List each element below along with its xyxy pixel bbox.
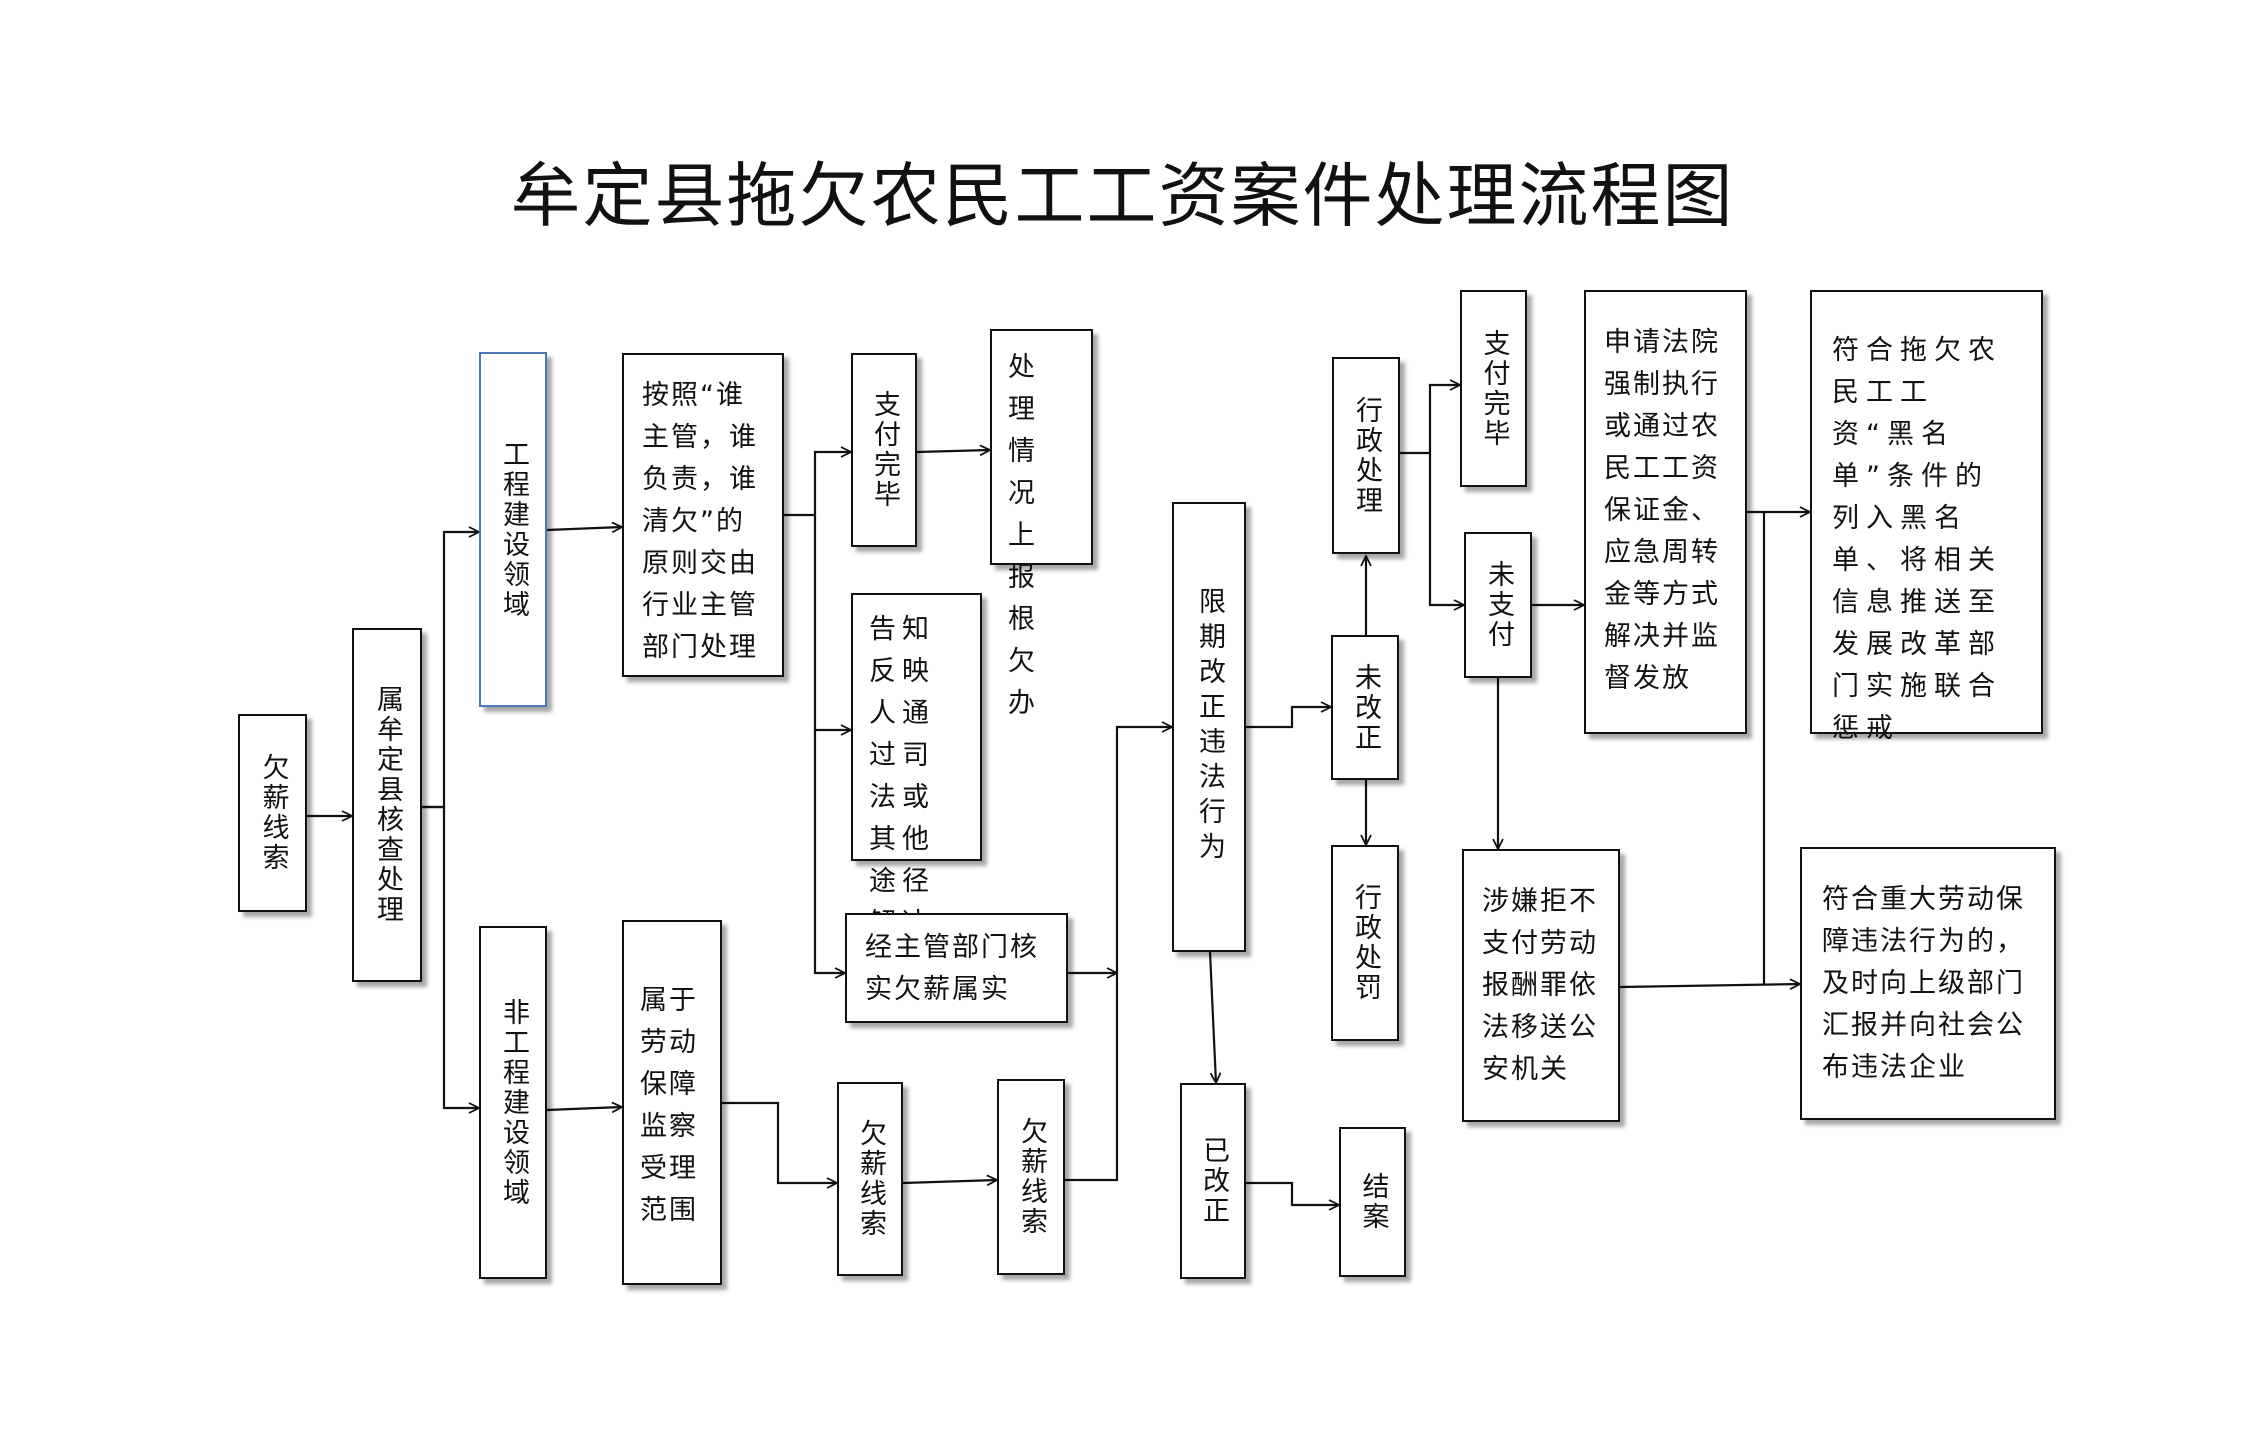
node-publish: 符合重大劳动保障违法行为的，及时向上级部门汇报并向社会公布违法企业 — [1800, 847, 2056, 1120]
page-title: 牟定县拖欠农民工工资案件处理流程图 — [510, 155, 1735, 237]
node-police-label: 涉嫌拒不支付劳动报酬罪依法移送公安机关 — [1482, 886, 1598, 1085]
node-not-corrected-label: 未改正 — [1350, 662, 1381, 753]
arrow-principle-to-paid1 — [784, 452, 851, 517]
node-blacklist: 符合拖欠农民工工资“黑名单”条件的列入黑名单、将相关信息推送至发展改革部门实施联… — [1810, 290, 2043, 744]
arrow-paid1-to-report — [916, 450, 990, 452]
node-rectify-label: 限期改正违法行为 — [1194, 587, 1225, 867]
node-closed: 结案 — [1339, 1127, 1406, 1277]
node-report-label: 处理情况上报根欠办 — [1008, 352, 1047, 719]
node-clue3-label: 欠薪线索 — [1016, 1117, 1047, 1237]
node-clue-label: 欠薪线索 — [257, 753, 289, 873]
node-engineering: 工程建设领域 — [479, 352, 547, 707]
node-verified-label: 经主管部门核实欠薪属实 — [865, 932, 1039, 1005]
node-paid2-label: 支付完毕 — [1478, 328, 1510, 449]
node-admin-penalty: 行政处罚 — [1331, 845, 1399, 1041]
arrow-county-to-engineering — [422, 532, 479, 809]
node-police: 涉嫌拒不支付劳动报酬罪依法移送公安机关 — [1462, 849, 1620, 1122]
arrow-rectify-to-not-corrected — [1246, 707, 1331, 729]
node-county: 属牟定县核查处理 — [352, 628, 422, 982]
node-inform: 告知反映人通过司法或其他途径解决 — [851, 593, 982, 939]
arrow-police-to-publish — [1619, 984, 1800, 987]
node-unpaid-label: 未支付 — [1483, 560, 1514, 650]
arrow-admin-to-unpaid — [1428, 453, 1464, 605]
node-not-corrected: 未改正 — [1331, 635, 1399, 780]
node-paid1: 支付完毕 — [851, 353, 917, 547]
node-clue2: 欠薪线索 — [837, 1082, 903, 1276]
node-engineering-label: 工程建设领域 — [498, 439, 529, 620]
arrow-engineering-to-principle — [546, 527, 622, 530]
node-non-engineering-label: 非工程建设领域 — [498, 997, 529, 1208]
node-verified: 经主管部门核实欠薪属实 — [845, 913, 1068, 1023]
node-admin-handle: 行政处理 — [1332, 357, 1400, 554]
node-corrected: 已改正 — [1180, 1083, 1246, 1279]
arrow-principle-to-verified — [813, 730, 845, 973]
node-inform-label: 告知反映人通过司法或其他途径解决 — [869, 614, 935, 939]
node-corrected-label: 已改正 — [1198, 1136, 1229, 1226]
node-admin-penalty-label: 行政处罚 — [1350, 883, 1381, 1003]
arrow-corrected-to-closed — [1246, 1181, 1339, 1205]
arrow-principle-to-inform — [813, 515, 851, 730]
node-clue: 欠薪线索 — [238, 714, 307, 912]
node-rectify: 限期改正违法行为 — [1172, 502, 1246, 952]
arrow-county-to-non-engineering — [422, 805, 479, 1108]
node-county-label: 属牟定县核查处理 — [372, 685, 403, 925]
node-clue3: 欠薪线索 — [997, 1079, 1065, 1275]
arrow-labor-to-clue2 — [722, 1101, 837, 1183]
node-principle: 按照“谁主管，谁负责，谁清欠”的原则交由行业主管部门处理 — [622, 353, 784, 677]
node-admin-handle-label: 行政处理 — [1351, 395, 1382, 516]
arrow-rectify-to-corrected — [1208, 951, 1216, 1083]
node-court: 申请法院强制执行或通过农民工工资保证金、应急周转金等方式解决并监督发放 — [1584, 290, 1747, 734]
node-labor-scope-label: 属于劳动保障监察受理范围 — [640, 985, 698, 1226]
node-court-label: 申请法院强制执行或通过农民工工资保证金、应急周转金等方式解决并监督发放 — [1604, 327, 1720, 694]
node-closed-label: 结案 — [1357, 1172, 1389, 1232]
node-blacklist-label: 符合拖欠农民工工资“黑名单”条件的列入黑名单、将相关信息推送至发展改革部门实施联… — [1832, 335, 2002, 744]
node-unpaid: 未支付 — [1464, 532, 1532, 678]
node-non-engineering: 非工程建设领域 — [479, 926, 547, 1279]
node-paid1-label: 支付完毕 — [869, 390, 900, 510]
node-principle-label: 按照“谁主管，谁负责，谁清欠”的原则交由行业主管部门处理 — [642, 380, 758, 663]
arrow-admin-to-paid2 — [1400, 385, 1460, 455]
node-publish-label: 符合重大劳动保障违法行为的，及时向上级部门汇报并向社会公布违法企业 — [1822, 884, 2025, 1083]
node-paid2: 支付完毕 — [1460, 290, 1527, 487]
arrow-clue2-to-clue3 — [902, 1180, 997, 1183]
arrow-non-engineering-to-labor — [546, 1107, 622, 1110]
node-labor-scope: 属于劳动保障监察受理范围 — [622, 920, 722, 1285]
node-report: 处理情况上报根欠办 — [990, 329, 1093, 719]
node-clue2-label: 欠薪线索 — [855, 1119, 886, 1239]
arrow-clue3-to-rectify — [1065, 727, 1172, 1182]
